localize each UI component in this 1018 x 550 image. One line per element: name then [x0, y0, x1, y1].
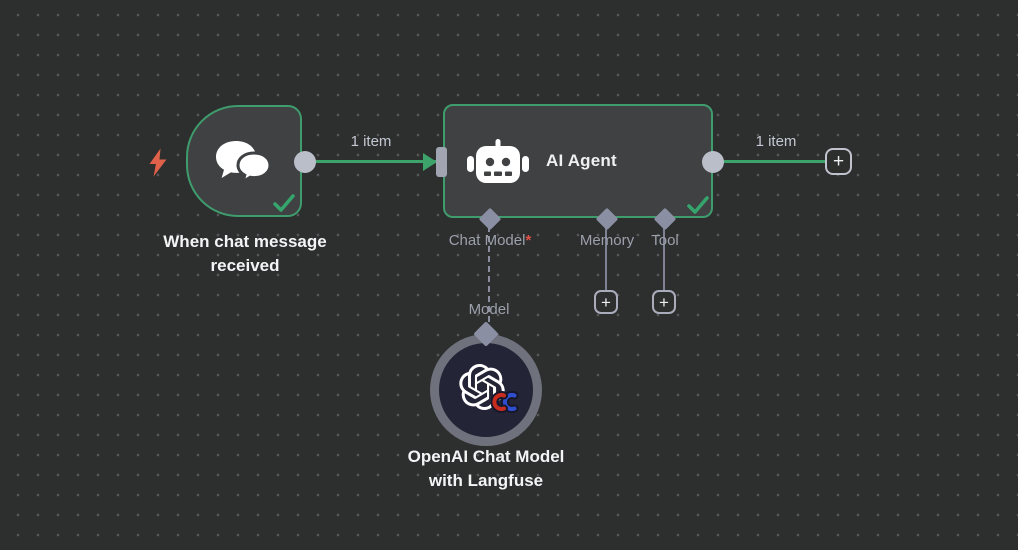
- node-chat-trigger[interactable]: [186, 105, 302, 217]
- checkmark-icon: [686, 195, 710, 215]
- model-port-label: Model: [468, 301, 510, 318]
- chat-trigger-label: When chat message received: [163, 232, 327, 276]
- trigger-output-connector[interactable]: [294, 151, 316, 173]
- ai-agent-title: AI Agent: [546, 151, 617, 170]
- memory-port-label: Memory: [579, 232, 635, 249]
- add-tool-button[interactable]: +: [652, 290, 676, 314]
- agent-input-connector[interactable]: [436, 147, 447, 177]
- checkmark-icon: [272, 193, 296, 213]
- langfuse-badge-icon: [491, 391, 521, 413]
- memory-wire: [605, 222, 607, 292]
- plus-icon: +: [832, 151, 845, 172]
- add-next-node-button[interactable]: +: [825, 148, 852, 175]
- connection-items-label: 1 item: [350, 133, 392, 150]
- tool-port-label: Tool: [651, 232, 679, 249]
- plus-icon: +: [659, 292, 669, 312]
- robot-icon: [467, 139, 529, 183]
- chat-model-port-label: Chat Model*: [448, 232, 532, 249]
- required-asterisk: *: [525, 232, 532, 249]
- connection-items-label: 1 item: [755, 133, 797, 150]
- node-openai-chat-model[interactable]: [430, 334, 542, 446]
- add-memory-button[interactable]: +: [594, 290, 618, 314]
- plus-icon: +: [601, 292, 611, 312]
- tool-wire: [663, 222, 665, 292]
- connection-trigger-to-agent[interactable]: [305, 160, 436, 163]
- model-node-label: OpenAI Chat Model with Langfuse: [407, 447, 565, 491]
- connection-arrowhead: [423, 153, 437, 171]
- chat-model-wire[interactable]: [488, 226, 490, 332]
- lightning-bolt-icon: [148, 148, 168, 177]
- agent-output-connector[interactable]: [702, 151, 724, 173]
- chat-bubbles-icon: [214, 140, 274, 190]
- node-ai-agent[interactable]: AI Agent: [443, 104, 713, 218]
- connection-agent-to-next[interactable]: [713, 160, 825, 163]
